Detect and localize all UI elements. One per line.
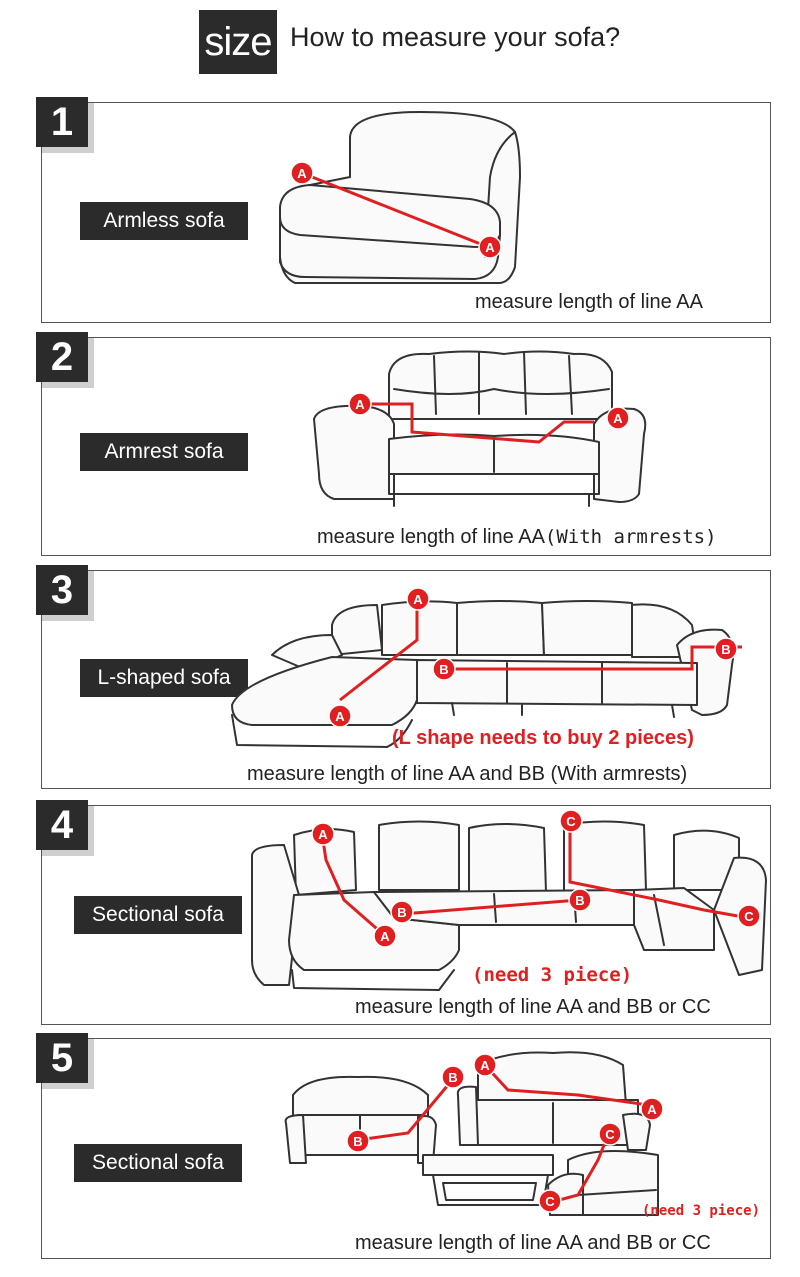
measure-caption: measure length of line AA(With armrests) — [317, 526, 717, 549]
svg-text:A: A — [380, 929, 390, 944]
svg-text:B: B — [575, 893, 584, 908]
marker-a-top: A — [406, 587, 430, 611]
svg-text:A: A — [318, 827, 328, 842]
svg-text:B: B — [353, 1134, 362, 1149]
svg-text:A: A — [335, 709, 345, 724]
svg-text:A: A — [485, 240, 495, 255]
svg-text:B: B — [721, 642, 730, 657]
step-number: 4 — [36, 800, 94, 856]
svg-text:A: A — [355, 397, 365, 412]
marker-a-bottom: A — [478, 235, 502, 259]
marker-c-bottom: C — [538, 1189, 562, 1213]
sectional-sofa-illustration-1: A A B B C C — [251, 810, 767, 991]
step-number: 5 — [36, 1033, 94, 1089]
measure-caption-main: measure length of line AA — [317, 526, 545, 548]
svg-text:B: B — [448, 1070, 457, 1085]
svg-text:A: A — [613, 411, 623, 426]
purchase-note: (need 3 piece) — [642, 1203, 761, 1219]
measure-line-a — [481, 1061, 649, 1107]
measure-caption: measure length of line AA and BB or CC — [355, 996, 711, 1018]
step-number: 3 — [36, 565, 94, 621]
measure-line-a — [339, 600, 419, 702]
panel-sectional-sofa-2: 5 Sectional sofa B B A A C C (need 3 pie… — [36, 1033, 771, 1259]
sofa-type-label: L-shaped sofa — [80, 659, 248, 697]
sofa-type-label: Sectional sofa — [74, 896, 242, 934]
svg-text:B: B — [439, 662, 448, 677]
marker-a-right: A — [640, 1097, 664, 1121]
marker-c-bottom: C — [737, 904, 761, 928]
l-shaped-sofa-illustration: A A B B — [231, 587, 742, 748]
measure-line-b — [401, 898, 580, 916]
measure-caption-extra: (With armrests) — [544, 526, 717, 548]
measure-line-a — [360, 402, 594, 444]
marker-a-top: A — [473, 1053, 497, 1077]
marker-a-top: A — [290, 161, 314, 185]
sectional-sofa-illustration-2: B B A A C C — [284, 1051, 664, 1216]
size-badge: size — [199, 10, 277, 74]
page-title: How to measure your sofa? — [290, 22, 621, 52]
measure-line-a — [320, 833, 385, 937]
sofa-type-label: Armrest sofa — [80, 433, 248, 471]
measure-line-b — [357, 1084, 450, 1142]
svg-text:A: A — [413, 592, 423, 607]
sofa-type-label: Sectional sofa — [74, 1144, 242, 1182]
marker-b-bottom: B — [346, 1129, 370, 1153]
measure-line-a — [301, 171, 489, 249]
panel-armrest-sofa: 2 Armrest sofa A A measure length of lin… — [36, 332, 771, 556]
measure-line-c — [547, 1134, 610, 1205]
purchase-note: (need 3 piece) — [472, 964, 633, 986]
svg-text:C: C — [545, 1194, 555, 1209]
measure-caption: measure length of line AA and BB (With a… — [247, 763, 688, 785]
svg-text:C: C — [566, 814, 576, 829]
marker-a-bottom: A — [328, 704, 352, 728]
sofa-type-label: Armless sofa — [80, 202, 248, 240]
panel-l-shaped-sofa: 3 L-shaped sofa A A B B (L shape needs t… — [36, 565, 771, 789]
purchase-note: (L shape needs to buy 2 pieces) — [392, 727, 694, 749]
header: size How to measure your sofa? — [0, 0, 800, 90]
measure-line-c — [568, 820, 750, 920]
panel-armless-sofa: 1 Armless sofa A A measure length of lin… — [36, 97, 771, 323]
armrest-sofa-illustration: A A — [313, 350, 647, 507]
marker-c-top: C — [559, 810, 583, 833]
marker-b-left: B — [432, 657, 456, 681]
svg-text:C: C — [605, 1127, 615, 1142]
panel-sectional-sofa-1: 4 Sectional sofa A A B B C C (need 3 pie… — [36, 800, 771, 1025]
step-number: 1 — [36, 97, 94, 153]
marker-a-bottom: A — [373, 924, 397, 948]
marker-b-left: B — [390, 900, 414, 924]
marker-b-top: B — [441, 1065, 465, 1089]
marker-b-right: B — [714, 637, 738, 661]
marker-c-top: C — [598, 1122, 622, 1146]
armless-sofa-illustration: A A — [279, 111, 521, 284]
svg-text:B: B — [397, 905, 406, 920]
marker-b-right: B — [568, 888, 592, 912]
svg-text:C: C — [744, 909, 754, 924]
marker-a-top: A — [311, 822, 335, 846]
marker-a-left: A — [348, 392, 372, 416]
svg-text:A: A — [480, 1058, 490, 1073]
svg-text:A: A — [297, 166, 307, 181]
marker-a-right: A — [606, 406, 630, 430]
step-number: 2 — [36, 332, 94, 388]
svg-text:A: A — [647, 1102, 657, 1117]
measure-caption: measure length of line AA and BB or CC — [355, 1232, 711, 1254]
measure-caption: measure length of line AA — [475, 291, 703, 313]
